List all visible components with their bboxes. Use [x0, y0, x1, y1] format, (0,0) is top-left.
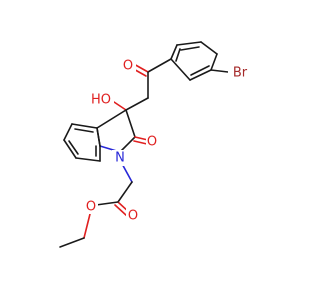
bond-lactam-co-1: [134, 136, 149, 141]
bond-ester-c-o: [95, 201, 119, 206]
atom-ketone-oxygen: O: [123, 59, 133, 74]
bond-o-ethyl: [83, 213, 91, 239]
bond-lactam-co-2: [133, 140, 148, 145]
bond-ch2-ester-c: [117, 181, 133, 203]
bond-ring-carbonyl: [147, 58, 172, 73]
atom-hydroxyl: HO: [91, 93, 111, 108]
bond-ch2-c3: [125, 97, 149, 111]
bromophenyl-ring: [170, 41, 218, 81]
atom-ester-ether-oxygen: O: [86, 200, 96, 215]
indoline-five-ring: [96, 109, 136, 153]
atom-nitrogen: N: [115, 151, 125, 166]
bond-c-br: [210, 69, 229, 73]
atom-labels: O Br HO O N O O: [84, 58, 250, 224]
molecule-structure-diagram: O Br HO O N O O: [59, 41, 250, 248]
bond-ethyl-ch2-ch3: [59, 237, 85, 248]
bond-ester-co-2: [114, 204, 128, 217]
atom-ester-carbonyl-oxygen: O: [128, 209, 138, 224]
benzo-ring: [63, 123, 101, 162]
bond-c3-oh: [113, 101, 127, 111]
atom-lactam-oxygen: O: [147, 135, 157, 150]
atom-bromine: Br: [233, 66, 248, 81]
